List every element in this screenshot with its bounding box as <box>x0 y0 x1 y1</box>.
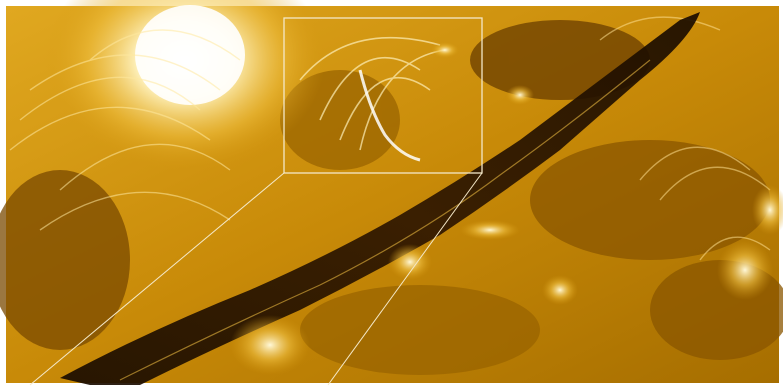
bright-ribbon <box>358 69 421 162</box>
zoom-line-left <box>29 172 285 386</box>
filament-edge-highlight <box>119 59 651 381</box>
coronal-loops-right <box>599 16 771 261</box>
zoom-line-right <box>327 172 483 386</box>
dark-filament <box>60 12 700 385</box>
coronal-loops-inset <box>299 36 446 151</box>
bright-points <box>230 42 783 375</box>
flare-core <box>135 5 245 105</box>
coronal-loops-left <box>9 29 241 231</box>
inset-frame <box>283 17 483 174</box>
dark-regions <box>0 20 783 375</box>
